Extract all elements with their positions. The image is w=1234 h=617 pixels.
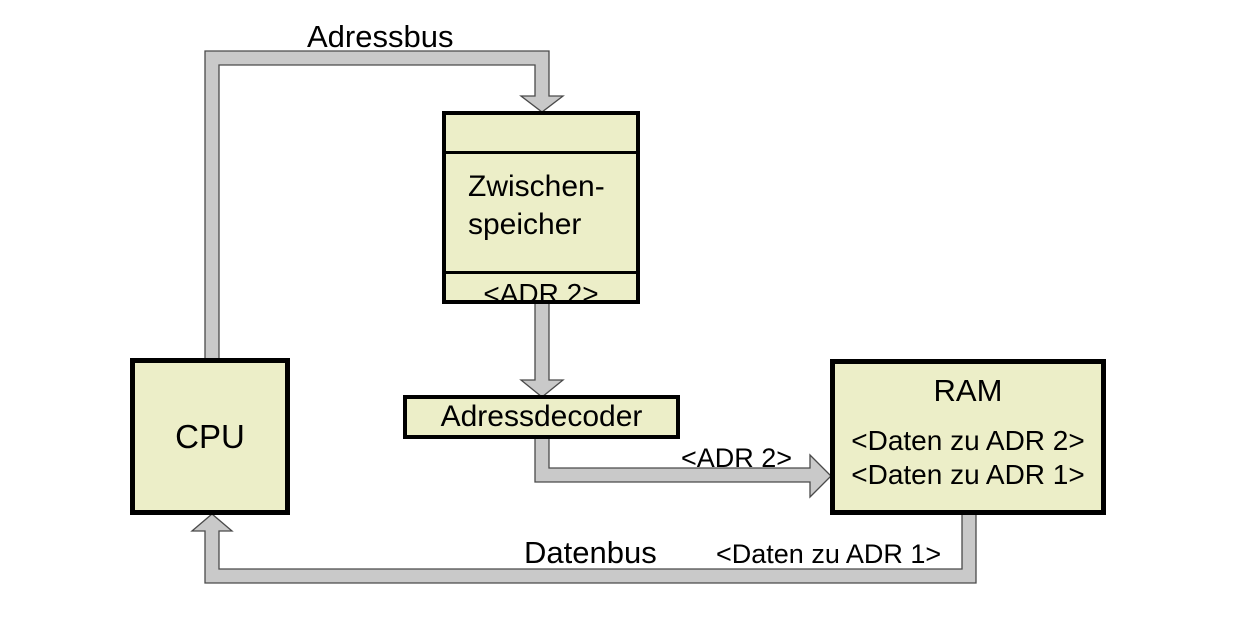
adressbus-label: Adressbus [307,19,454,54]
zwischenspeicher-register-slot: <ADR 2> [446,274,636,314]
adressdecoder-box: Adressdecoder [403,395,680,439]
datenbus-data-label: <Daten zu ADR 1> [716,539,942,569]
cpu-box: CPU [130,358,290,515]
zwischenspeicher-name: Zwischen- speicher [446,154,636,274]
datenbus-label: Datenbus [524,535,657,570]
zwischenspeicher-empty-slot [446,115,636,154]
ram-row-adr1: <Daten zu ADR 1> [851,459,1085,490]
ram-row-adr2: <Daten zu ADR 2> [851,425,1085,456]
adressbus-arrow [204,50,565,361]
zwischenspeicher-register-value: <ADR 2> [483,278,599,309]
zwischenspeicher-name-line2: speicher [468,208,582,241]
adr2-to-ram-arrow [534,436,832,499]
datenbus-arrow [190,512,977,584]
adressdecoder-label: Adressdecoder [440,400,643,433]
zwischenspeicher-name-line1: Zwischen- [468,170,605,203]
cpu-label: CPU [175,417,245,455]
zwischenspeicher-box: Zwischen- speicher <ADR 2> [442,111,640,309]
adr2-bus-label: <ADR 2> [681,443,793,473]
ram-title: RAM [933,373,1003,408]
ram-box: RAM <Daten zu ADR 2> <Daten zu ADR 1> [830,359,1106,515]
adr2-down-arrow [519,301,565,398]
